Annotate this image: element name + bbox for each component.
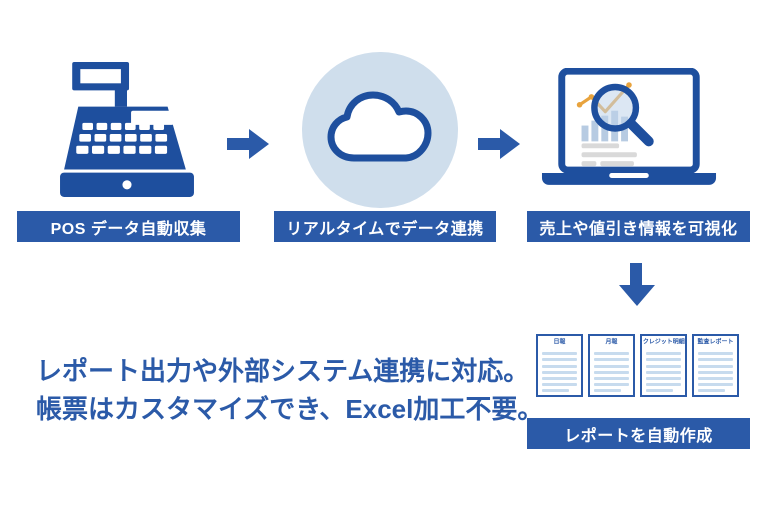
pos-register-icon xyxy=(60,62,194,197)
report-document-lines xyxy=(594,349,629,393)
description-text: レポート出力や外部システム連携に対応。 帳票はカスタマイズでき、Excel加工不… xyxy=(36,352,544,428)
cloud-icon xyxy=(302,52,458,208)
step-label-pos-data-collection: POS データ自動収集 xyxy=(17,211,240,242)
report-documents-row: 日報 月報 クレジット明細 監査レポート xyxy=(536,334,739,397)
magnifier-icon xyxy=(591,83,654,147)
report-document-lines xyxy=(646,349,681,393)
report-document-title: 月報 xyxy=(605,339,618,346)
step-label-realtime-link: リアルタイムでデータ連携 xyxy=(274,211,496,242)
step-label-visualize: 売上や値引き情報を可視化 xyxy=(527,211,750,242)
report-document: 日報 xyxy=(536,334,583,397)
report-document: 月報 xyxy=(588,334,635,397)
report-document-lines xyxy=(698,349,733,393)
label-auto-report-creation: レポートを自動作成 xyxy=(527,418,750,449)
report-document-lines xyxy=(542,349,577,393)
description-line-1: レポート出力や外部システム連携に対応。 xyxy=(36,356,530,386)
down-arrow-icon xyxy=(619,263,655,306)
placeholder-text-lines xyxy=(581,143,637,167)
right-arrow-icon xyxy=(478,129,520,159)
report-document-title: 日報 xyxy=(553,339,566,346)
report-document: クレジット明細 xyxy=(640,334,687,397)
report-document: 監査レポート xyxy=(692,334,739,397)
right-arrow-icon xyxy=(227,129,269,159)
report-document-title: 監査レポート xyxy=(697,339,734,346)
description-line-2: 帳票はカスタマイズでき、Excel加工不要。 xyxy=(36,394,544,424)
laptop-analytics-icon xyxy=(541,68,717,185)
report-document-title: クレジット明細 xyxy=(642,339,685,346)
